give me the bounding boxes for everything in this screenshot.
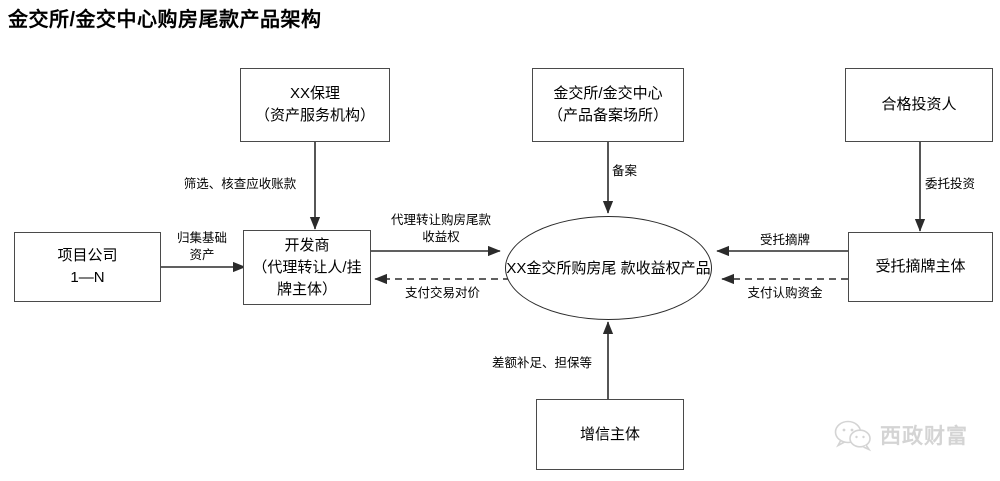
edge-label-filing: 备案	[612, 164, 638, 178]
node-developer-line2: （代理转让人/挂	[252, 258, 362, 276]
node-bidder[interactable]: 受托摘牌主体	[848, 232, 993, 302]
edge-label-credit-support: 差额补足、担保等	[491, 356, 592, 370]
node-exchange-line1: 金交所/金交中心	[553, 85, 663, 102]
wechat-icon	[834, 420, 872, 452]
edge-label-transfer-right-line2: 收益权	[422, 230, 460, 244]
edge-label-collect-assets-line2: 资产	[189, 248, 215, 262]
edge-label-pay-subscription: 支付认购资金	[747, 286, 823, 300]
edge-label-transfer-right: 代理转让购房尾款 收益权	[371, 212, 511, 246]
node-exchange[interactable]: 金交所/金交中心 （产品备案场所）	[532, 68, 684, 142]
edge-label-collect-assets: 归集基础 资产	[160, 230, 244, 264]
node-developer-line3: 牌主体）	[276, 280, 337, 298]
node-product[interactable]: XX金交所购房尾 款收益权产品	[505, 216, 712, 320]
edge-label-entrust-invest: 委托投资	[925, 177, 976, 191]
node-investor[interactable]: 合格投资人	[845, 68, 993, 142]
edge-label-transfer-right-line1: 代理转让购房尾款	[390, 213, 491, 227]
watermark: 西政财富	[834, 420, 968, 452]
watermark-text: 西政财富	[880, 425, 968, 448]
edge-label-collect-assets-line1: 归集基础	[176, 231, 227, 245]
edge-label-entrust-bid: 受托摘牌	[759, 233, 810, 247]
node-factoring-line1: XX保理	[289, 85, 340, 102]
node-project-company[interactable]: 项目公司 1—N	[14, 232, 161, 302]
node-product-line2: 款收益权产品	[620, 259, 711, 277]
node-credit-label: 增信主体	[579, 425, 640, 443]
node-product-line1: XX金交所购房尾	[506, 259, 617, 277]
node-factoring-line2: （资产服务机构）	[254, 107, 375, 124]
node-bidder-label: 受托摘牌主体	[875, 258, 966, 275]
node-exchange-line2: （产品备案场所）	[547, 107, 668, 124]
node-credit-enhancer[interactable]: 增信主体	[536, 399, 684, 470]
node-project-line1: 项目公司	[57, 247, 118, 264]
node-developer[interactable]: 开发商 （代理转让人/挂 牌主体）	[243, 230, 371, 305]
node-investor-label: 合格投资人	[881, 96, 957, 113]
page-title: 金交所/金交中心购房尾款产品架构	[8, 9, 322, 31]
edge-label-pay-consideration: 支付交易对价	[404, 286, 480, 300]
node-project-line2: 1—N	[70, 269, 105, 286]
edge-label-screen-check: 筛选、核查应收账款	[183, 177, 297, 191]
node-developer-line1: 开发商	[284, 236, 330, 254]
node-factoring[interactable]: XX保理 （资产服务机构）	[240, 68, 390, 142]
